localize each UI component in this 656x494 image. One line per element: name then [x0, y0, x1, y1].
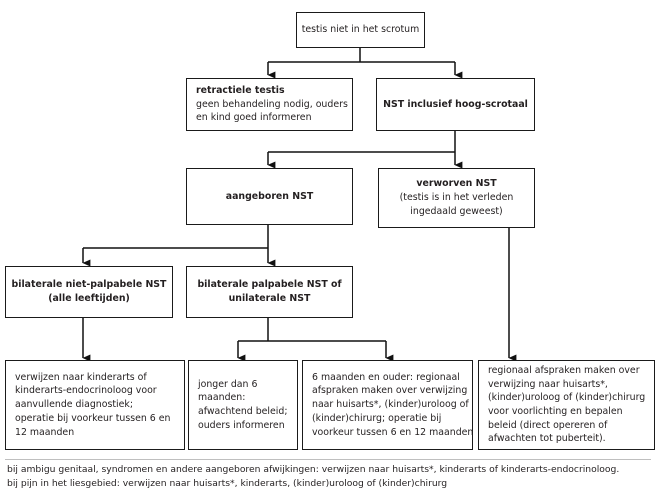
node-retractiele-testis[interactable]: retractiele testis geen behandeling nodi…: [186, 78, 353, 131]
node-nst-inclusief-label: NST inclusief hoog-scrotaal: [383, 98, 528, 110]
node-regionaal-line3: (kinder)uroloog of (kinder)chirurg: [488, 392, 646, 404]
node-jonger-line4: ouders informeren: [198, 419, 285, 431]
node-niet-palpabel-line1: bilaterale niet-palpabele NST: [11, 279, 167, 291]
node-bilaterale-niet-palpabele-nst[interactable]: bilaterale niet-palpabele NST (alle leef…: [5, 266, 173, 318]
node-ouder-line5: voorkeur tussen 6 en 12 maanden: [312, 426, 474, 438]
node-actie-regionaal-afspraken[interactable]: regionaal afspraken maken over verwijzin…: [478, 360, 655, 450]
node-verwijzen-line2: kinderarts-endocrinoloog voor: [15, 385, 157, 397]
node-actie-6-maanden-en-ouder[interactable]: 6 maanden en ouder: regionaal afspraken …: [302, 360, 473, 450]
node-ouder-line1: 6 maanden en ouder: regionaal: [312, 371, 460, 383]
node-verwijzen-line3: aanvullende diagnostiek;: [15, 399, 133, 411]
node-jonger-line3: afwachtend beleid;: [198, 406, 288, 417]
node-nst-inclusief-hoog-scrotaal[interactable]: NST inclusief hoog-scrotaal: [376, 78, 535, 131]
node-verwijzen-line1: verwijzen naar kinderarts of: [15, 371, 147, 383]
node-jonger-line1: jonger dan 6: [198, 378, 258, 390]
node-ouder-line3: naar huisarts*, (kinder)uroloog of: [312, 399, 469, 411]
node-testis-niet-in-het-scrotum[interactable]: testis niet in het scrotum: [296, 12, 425, 48]
node-ouder-line4: (kinder)chirurg; operatie bij: [312, 412, 442, 424]
footer-divider: [5, 459, 651, 460]
footnote-line-2: bij pijn in het liesgebied: verwijzen na…: [7, 478, 448, 489]
node-palpabel-line1: bilaterale palpabele NST of: [197, 279, 342, 291]
node-palpabel-line2: unilaterale NST: [228, 293, 311, 304]
node-actie-jonger-dan-6-maanden[interactable]: jonger dan 6 maanden: afwachtend beleid;…: [188, 360, 298, 450]
node-root-label: testis niet in het scrotum: [301, 24, 420, 36]
node-aangeboren-label: aangeboren NST: [225, 190, 314, 202]
node-retractiele-title: retractiele testis: [196, 84, 285, 96]
node-regionaal-line1: regionaal afspraken maken over: [488, 364, 640, 376]
node-verwijzen-line5: 12 maanden: [15, 426, 75, 438]
node-aangeboren-nst[interactable]: aangeboren NST: [186, 168, 353, 225]
node-jonger-line2: maanden:: [198, 392, 246, 404]
node-ouder-line2: afspraken maken over verwijzing: [312, 385, 468, 397]
node-verworven-line2: (testis is in het verleden: [399, 192, 514, 204]
node-verworven-nst[interactable]: verworven NST (testis is in het verleden…: [378, 168, 535, 228]
node-verworven-line3: ingedaald geweest): [410, 205, 503, 217]
node-regionaal-line6: afwachten tot puberteit).: [488, 433, 606, 445]
node-bilaterale-palpabele-nst[interactable]: bilaterale palpabele NST of unilaterale …: [186, 266, 353, 318]
node-niet-palpabel-line2: (alle leeftijden): [48, 293, 130, 304]
node-regionaal-line2: verwijzing naar huisarts*,: [488, 378, 608, 390]
node-verworven-title: verworven NST: [416, 178, 497, 190]
node-regionaal-line5: beleid (direct opereren of: [488, 419, 608, 431]
node-retractiele-line3: en kind goed informeren: [196, 112, 312, 124]
node-actie-verwijzen-kinderarts[interactable]: verwijzen naar kinderarts of kinderarts-…: [5, 360, 185, 450]
footnote-line-1: bij ambigu genitaal, syndromen en andere…: [7, 464, 620, 475]
node-retractiele-line2: geen behandeling nodig, ouders: [196, 98, 348, 110]
node-verwijzen-line4: operatie bij voorkeur tussen 6 en: [15, 412, 171, 424]
node-regionaal-line4: voor voorlichting en bepalen: [488, 406, 623, 417]
